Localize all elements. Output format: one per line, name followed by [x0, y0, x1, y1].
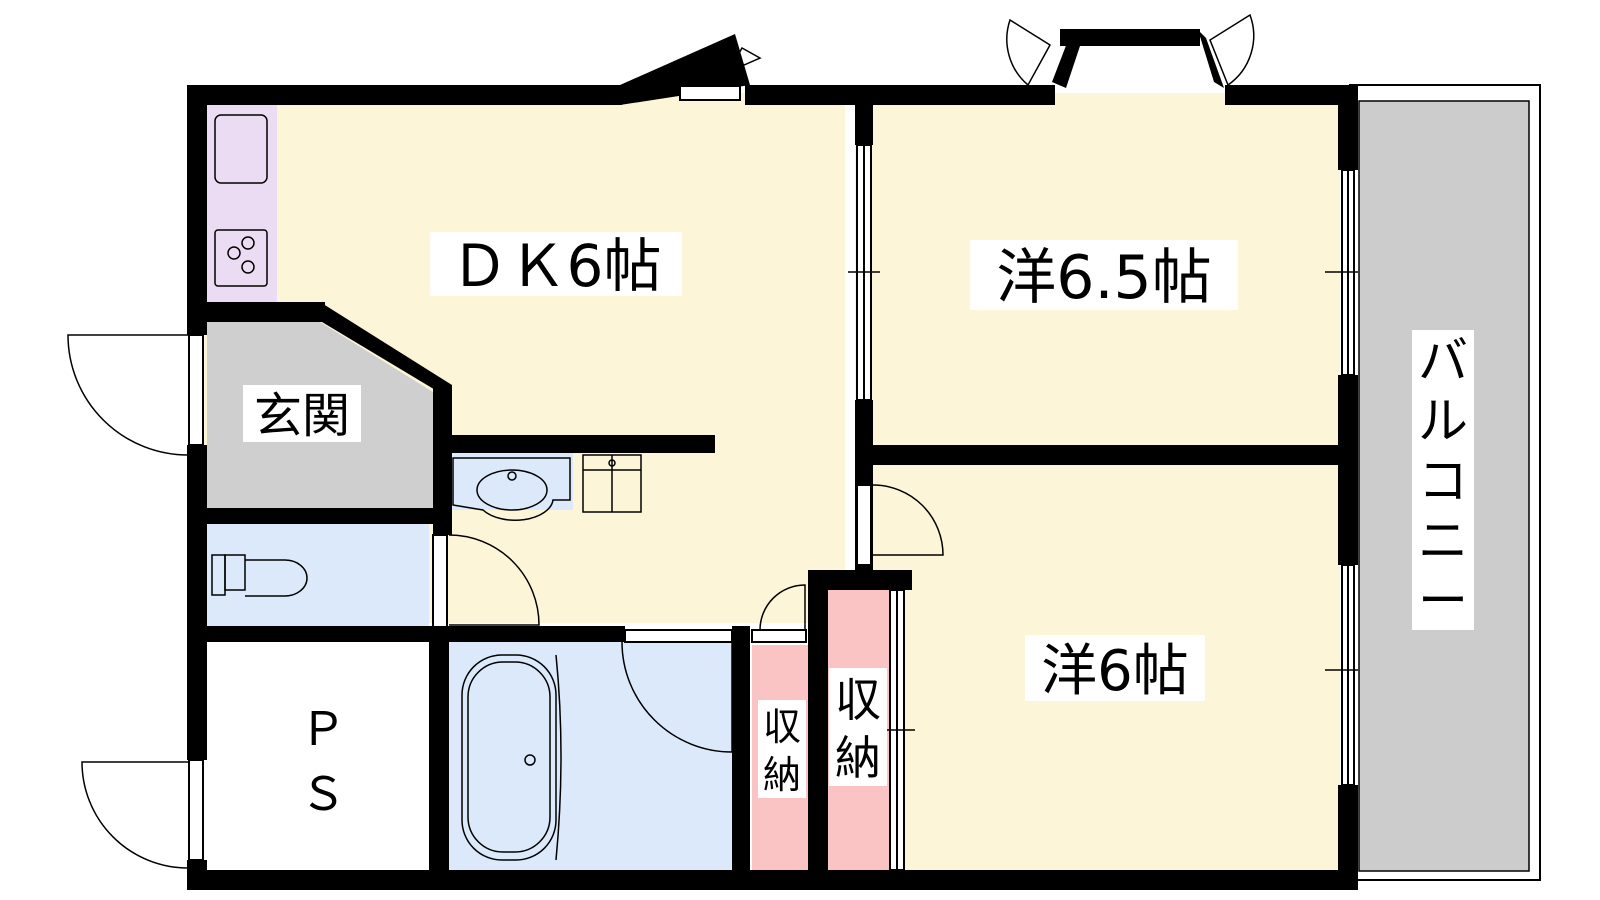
door-swings: [67, 13, 1255, 869]
kitchen-stove: [214, 229, 268, 287]
window-ps-left: [188, 759, 204, 861]
wash-basin-bowl: [476, 469, 548, 511]
bay-window-swing-right: [1209, 13, 1255, 87]
bathtub-inner: [467, 661, 551, 853]
window-vent: [679, 85, 741, 101]
dk-label: ＤＫ6帖: [451, 232, 662, 300]
burner-icon: [241, 236, 255, 250]
wall-outer-right-top: [1338, 85, 1358, 170]
balcony-inner-frame: [1358, 100, 1530, 872]
wall-entrance-right: [433, 385, 452, 535]
door-swing-ps: [81, 761, 189, 869]
ps-floor: [207, 640, 429, 880]
western-large-label: 洋6.5帖: [996, 243, 1211, 313]
wall-outer-left-top: [187, 85, 207, 335]
wall-toilet-bottom: [187, 626, 449, 642]
balcony-label-char: ニ: [1418, 512, 1468, 570]
storage-large-label-bottom: 納: [835, 731, 881, 785]
wall-bay-top: [1060, 29, 1200, 46]
wall-entrance-bottom: [187, 508, 449, 524]
wall-outer-right-mid: [1338, 375, 1358, 565]
western-small-label: 洋6帖: [1041, 639, 1189, 704]
window-entrance-left: [188, 334, 204, 446]
wall-bedroom-divider: [855, 445, 1358, 465]
drain-icon: [608, 459, 616, 467]
balcony-label-char: ル: [1418, 392, 1468, 450]
wall-dk-kitchen-divider: [187, 302, 325, 322]
bath-edge: [555, 654, 562, 861]
bath-drain-icon: [524, 754, 536, 766]
wall-outer-top-right: [1225, 85, 1358, 105]
labels: ＤＫ6帖 洋6.5帖 洋6帖 玄関 Ｐ Ｓ 収 納 収 納 バ ル コ ニ ー: [243, 232, 1474, 821]
balcony-label-bg: [1412, 330, 1474, 630]
door-swing-toilet: [448, 534, 540, 626]
wall-dk-right-top: [855, 85, 873, 145]
entrance-label: 玄関: [254, 388, 350, 444]
wall-outer-bottom: [187, 870, 1358, 890]
bay-window-swing-left: [1006, 18, 1051, 87]
wall-dk-partition: [452, 435, 715, 453]
bath-floor: [449, 640, 735, 880]
door-swing-bath: [621, 641, 733, 753]
kitchen-sink: [214, 114, 268, 184]
ps-label-s: Ｓ: [300, 767, 346, 821]
wall-entrance-angle: [320, 302, 452, 400]
storage-small-label-bg: [758, 700, 806, 798]
wall-outer-right-bot: [1338, 785, 1358, 890]
storage-small-label-bottom: 納: [763, 753, 801, 797]
balcony-label-char: バ: [1418, 332, 1468, 390]
ps-label-p: Ｐ: [300, 702, 346, 756]
window-bath-door: [624, 629, 733, 643]
door-swing-storage: [759, 584, 806, 631]
wall-bath-right: [732, 626, 750, 890]
burner-icon: [241, 260, 255, 274]
toilet-tank: [211, 554, 226, 596]
wall-storage-top: [808, 570, 912, 590]
wall-outer-left-mid: [187, 445, 207, 760]
storage-large-label-top: 収: [835, 673, 881, 727]
entrance-label-bg: [243, 385, 361, 442]
fixtures: [211, 114, 1358, 861]
storage-large-label-bg: [829, 668, 887, 786]
wall-bay-right: [1198, 30, 1224, 88]
western-large-label-bg: [970, 240, 1238, 310]
wall-bay-left: [1052, 30, 1082, 88]
balcony-label-char: ー: [1418, 572, 1468, 630]
bathtub: [461, 654, 557, 861]
toilet-floor: [207, 522, 429, 626]
door-swing-entrance: [67, 334, 189, 456]
wash-basin: [452, 457, 571, 521]
wall-bath-top: [429, 626, 625, 642]
wall-ps-right: [429, 626, 449, 890]
dk-label-bg: [430, 232, 682, 296]
door-swing-bedroom: [872, 484, 944, 556]
vent-door: [726, 46, 762, 74]
window-storage-door: [751, 629, 807, 643]
burner-icon: [227, 246, 241, 260]
faucet-icon: [507, 471, 517, 481]
wall-storage-divider: [808, 570, 828, 890]
floor-fills: [195, 84, 1541, 881]
window-toilet-door: [432, 534, 448, 628]
storage-small-label-top: 収: [763, 705, 801, 749]
walls: [187, 29, 1358, 890]
western-small-label-bg: [1025, 635, 1205, 701]
wall-outer-top-mid: [745, 85, 1055, 105]
window-bedroom-door: [856, 484, 872, 566]
washroom-floor: [449, 445, 573, 510]
balcony-label-char: コ: [1418, 452, 1468, 510]
wall-outer-top-left: [187, 85, 622, 105]
